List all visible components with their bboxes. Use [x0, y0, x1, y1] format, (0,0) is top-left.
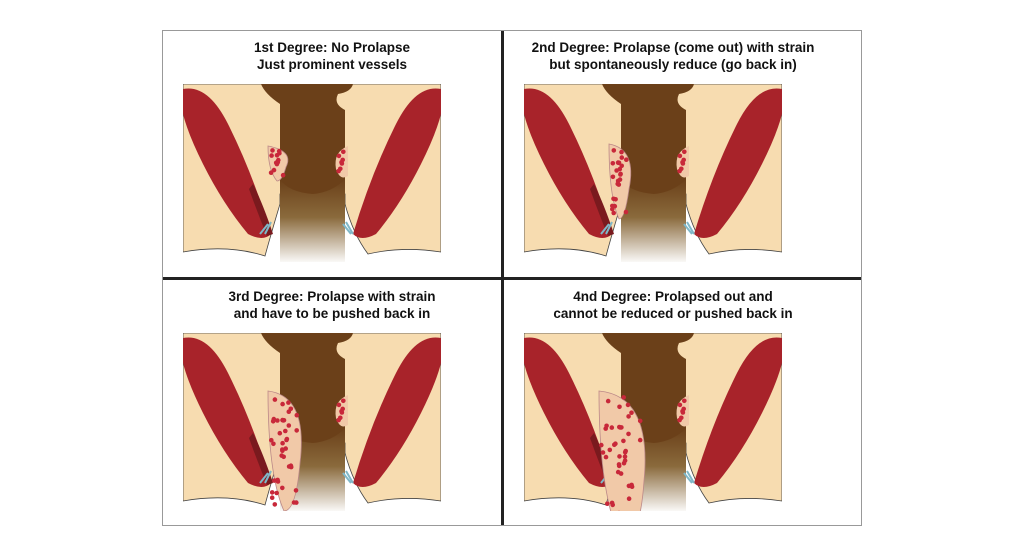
panel-title: 2nd Degree: Prolapse (come out) with str… — [531, 40, 815, 72]
illustration-1st-degree — [183, 84, 441, 262]
left-vessel — [259, 221, 272, 235]
panel-2nd-degree: 2nd Degree: Prolapse (come out) with str… — [504, 31, 842, 277]
left-hemorrhoid — [598, 390, 646, 511]
left-muscle — [183, 88, 271, 238]
right-vessel — [342, 470, 354, 484]
left-muscle — [524, 88, 612, 238]
right-muscle — [353, 88, 441, 238]
horizontal-divider — [163, 277, 861, 280]
left-muscle — [524, 337, 612, 487]
right-vessel — [683, 221, 695, 235]
right-vessel — [342, 221, 354, 235]
illustration-4th-degree — [524, 333, 782, 511]
left-vessel — [259, 470, 272, 484]
right-muscle — [353, 337, 441, 487]
illustration-2nd-degree — [524, 84, 782, 262]
right-muscle — [694, 337, 782, 487]
left-inner-muscle — [590, 184, 614, 236]
right-muscle — [694, 88, 782, 238]
right-vessel — [683, 470, 695, 484]
left-muscle — [183, 337, 271, 487]
left-vessel — [600, 221, 613, 235]
illustration-3rd-degree — [183, 333, 441, 511]
left-inner-muscle — [249, 433, 273, 485]
left-inner-muscle — [249, 184, 273, 236]
